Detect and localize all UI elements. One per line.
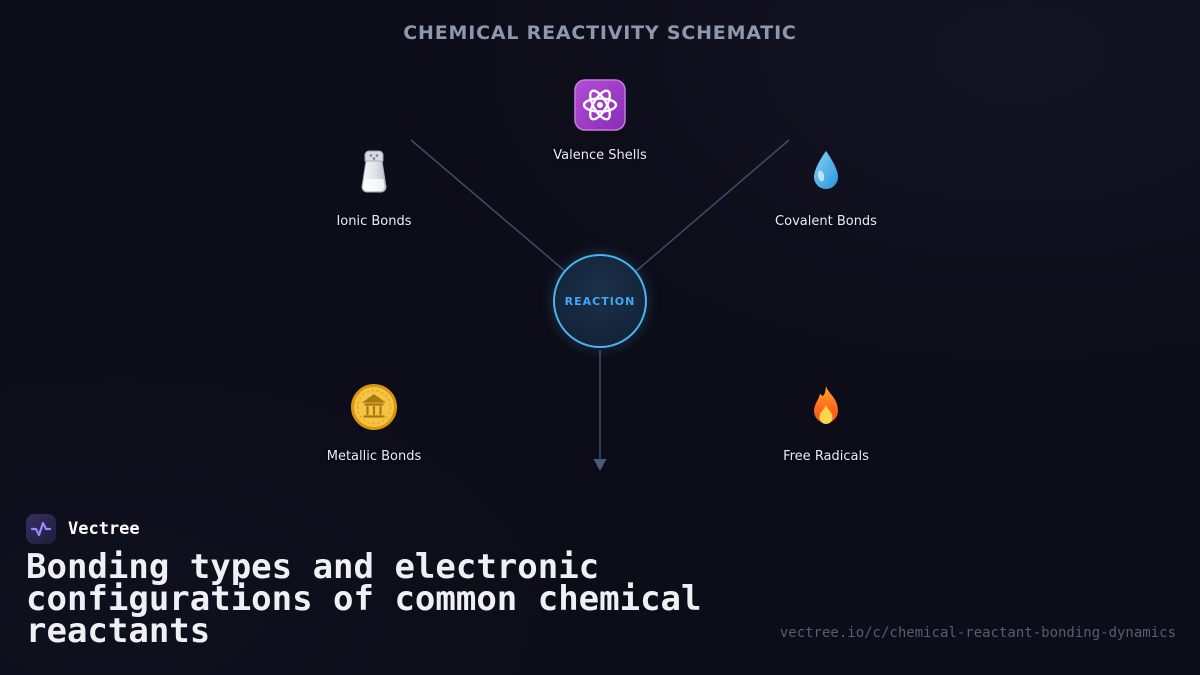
- page-title: CHEMICAL REACTIVITY SCHEMATIC: [403, 22, 797, 44]
- headline: Bonding types and electronic configurati…: [26, 547, 702, 651]
- salt-shaker-icon: [359, 149, 389, 199]
- site-url: vectree.io/c/chemical-reactant-bonding-d…: [779, 625, 1176, 641]
- brand-row: Vectree: [26, 514, 140, 544]
- node-label-metallic-bonds: Metallic Bonds: [326, 449, 422, 464]
- atom-icon: [574, 79, 626, 135]
- arrow-down-icon: [593, 459, 607, 471]
- node-label-covalent-bonds: Covalent Bonds: [775, 214, 877, 229]
- node-label-ionic-bonds: Ionic Bonds: [336, 214, 412, 229]
- node-label-valence-shells: Valence Shells: [553, 148, 647, 163]
- node-label-free-radicals: Free Radicals: [783, 449, 869, 464]
- gold-coin-icon: [350, 383, 398, 435]
- water-droplet-icon: [810, 149, 842, 197]
- reaction-node: REACTION: [553, 254, 647, 348]
- brand-name: Vectree: [68, 519, 140, 539]
- reaction-node-label: REACTION: [564, 294, 636, 308]
- fire-icon: [805, 384, 847, 434]
- vectree-logo-icon: [26, 514, 56, 544]
